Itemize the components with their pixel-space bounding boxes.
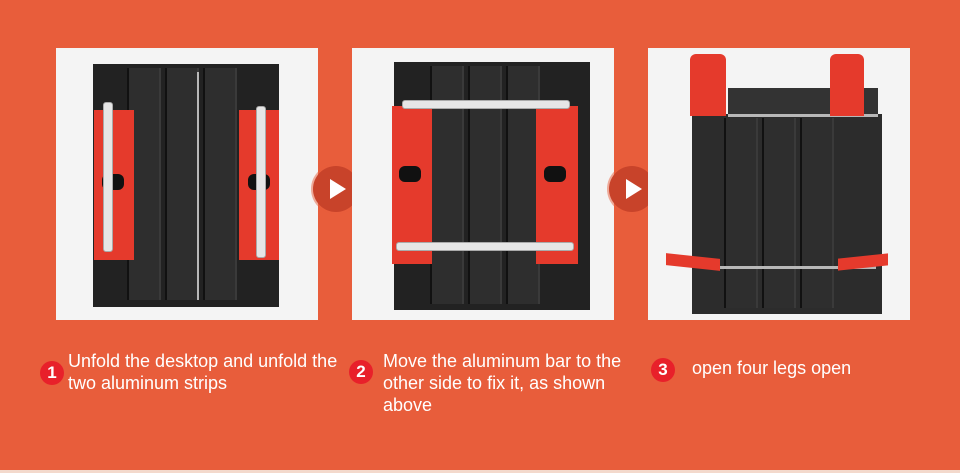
next-arrow-button (313, 166, 359, 212)
play-arrow-icon (626, 179, 642, 199)
step-2-image (352, 48, 614, 320)
aluminum-bar-bottom (396, 242, 574, 251)
aluminum-strip-right (256, 106, 266, 258)
next-arrow-button (609, 166, 655, 212)
table-leg (830, 54, 864, 116)
step-2-caption: Move the aluminum bar to the other side … (383, 351, 622, 415)
table-leg (690, 54, 726, 116)
step-3-caption: open four legs open (692, 358, 852, 378)
step-1-image (56, 48, 318, 320)
table-tray (692, 114, 882, 314)
bottom-divider (0, 470, 960, 473)
step-number-badge: 3 (651, 358, 675, 382)
step-1-caption: Unfold the desktop and unfold the two al… (68, 351, 338, 393)
step-number-badge: 2 (349, 360, 373, 384)
red-panel-right (536, 106, 578, 264)
step-3-image (648, 48, 910, 320)
play-arrow-icon (330, 179, 346, 199)
step-number-badge: 1 (40, 361, 64, 385)
red-panel-left (392, 106, 432, 264)
aluminum-strip-left (103, 102, 113, 252)
aluminum-bar-top (402, 100, 570, 109)
